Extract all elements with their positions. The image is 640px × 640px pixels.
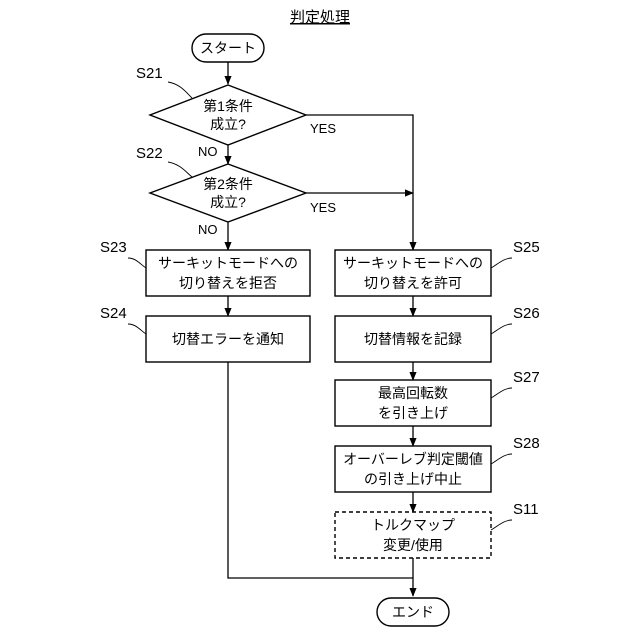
s21-yes-label: YES (310, 121, 336, 136)
s26-step-id: S26 (513, 305, 540, 322)
s22-step-id: S22 (136, 145, 163, 162)
s25-text-line2: 切り替えを許可 (364, 275, 462, 291)
s26-leader-line (491, 324, 512, 334)
process-s27: 最高回転数 を引き上げ S27 (335, 369, 540, 426)
s28-text-line2: の引き上げ中止 (364, 471, 462, 487)
s27-text-line1: 最高回転数 (378, 385, 448, 401)
s22-yes-label: YES (310, 200, 336, 215)
s11-step-id: S11 (513, 501, 539, 518)
start-terminal: スタート (192, 34, 264, 62)
s28-leader-line (491, 454, 512, 464)
s21-no-label: NO (198, 144, 218, 159)
s28-text-line1: オーバーレブ判定閾値 (343, 451, 483, 467)
end-terminal: エンド (377, 598, 449, 626)
s25-leader-line (491, 258, 512, 268)
end-label: エンド (392, 604, 434, 620)
start-label: スタート (200, 40, 256, 56)
s23-step-id: S23 (100, 239, 127, 256)
s27-leader-line (491, 388, 512, 398)
s22-no-label: NO (198, 222, 218, 237)
s28-step-id: S28 (513, 435, 540, 452)
process-s23: サーキットモードへの 切り替えを拒否 S23 (100, 239, 310, 296)
s11-text-line2: 変更/使用 (383, 537, 443, 553)
s21-text-line1: 第1条件 (203, 98, 253, 114)
s27-text-line2: を引き上げ (378, 405, 448, 421)
s26-text-line1: 切替情報を記録 (364, 331, 462, 347)
s24-step-id: S24 (100, 305, 127, 322)
s23-text-line2: 切り替えを拒否 (179, 275, 277, 291)
s22-leader-line (168, 162, 192, 177)
process-s28: オーバーレブ判定閾値 の引き上げ中止 S28 (335, 435, 540, 492)
process-s24: 切替エラーを通知 S24 (100, 305, 310, 362)
diagram-title: 判定処理 (290, 9, 350, 26)
s21-text-line2: 成立? (210, 116, 246, 132)
s24-text-line1: 切替エラーを通知 (172, 331, 284, 347)
decision-s21: 第1条件 成立? YES NO S21 (136, 65, 336, 159)
s23-leader-line (128, 258, 146, 268)
s27-step-id: S27 (513, 369, 540, 386)
s25-step-id: S25 (513, 239, 540, 256)
s22-text-line2: 成立? (210, 194, 246, 210)
process-s11: トルクマップ 変更/使用 S11 (335, 501, 539, 558)
process-s26: 切替情報を記録 S26 (335, 305, 540, 362)
s21-step-id: S21 (136, 65, 163, 82)
decision-s22: 第2条件 成立? YES NO S22 (136, 145, 336, 237)
s23-text-line1: サーキットモードへの (158, 255, 298, 271)
s11-leader-line (491, 520, 512, 530)
process-s25: サーキットモードへの 切り替えを許可 S25 (335, 239, 540, 296)
s25-text-line1: サーキットモードへの (343, 255, 483, 271)
s21-leader-line (168, 82, 192, 98)
s11-text-line1: トルクマップ (371, 517, 455, 533)
s24-leader-line (128, 324, 146, 334)
s22-text-line1: 第2条件 (203, 176, 253, 192)
